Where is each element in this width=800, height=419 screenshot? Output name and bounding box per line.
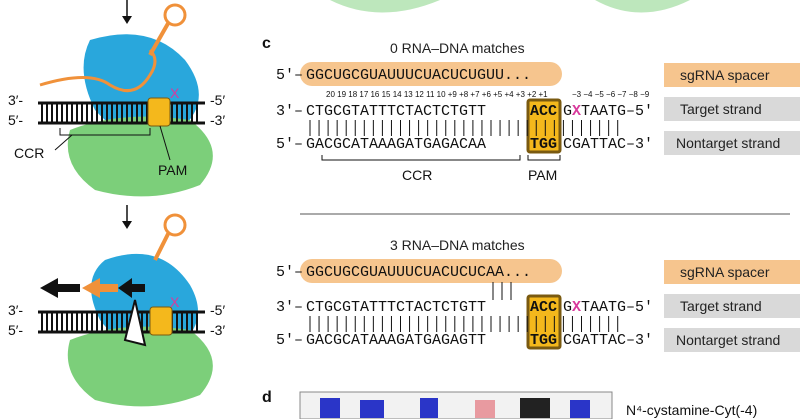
- tag-spacer-bg-1: [664, 63, 800, 87]
- tag-nontarget-1: Nontarget strand: [676, 135, 780, 151]
- target-5prime-2: –5′: [626, 299, 653, 316]
- tags: sgRNA spacer Target strand Nontarget str…: [664, 63, 800, 352]
- dna-duplex: [38, 101, 205, 125]
- target-x-1: X: [572, 103, 581, 120]
- nontarget-pam-1: TGG: [530, 136, 557, 153]
- target-g-2: G: [563, 299, 572, 316]
- nontarget-a-2: GACGCATAAAGATGAGAGTT: [306, 332, 486, 349]
- title-3-matches: 3 RNA–DNA matches: [390, 237, 525, 253]
- rna-dna-bars: [492, 282, 512, 300]
- block-3-matches: 3 RNA–DNA matches 5′– GGCUGCGUAUUUCUACUC…: [276, 237, 653, 350]
- spacer-seq-1: GGCUGCGUAUUUCUACUCUGUU...: [306, 67, 531, 84]
- spacer-5prime-1: 5′–: [276, 67, 303, 84]
- b-top-left-3: 3′-: [8, 302, 23, 318]
- nontarget-b-2: CGATTAC: [563, 332, 626, 349]
- spacer-seq-2: GGCUGCGUAUUUCUACUCUCAA...: [306, 264, 531, 281]
- target-x-2: X: [572, 299, 581, 316]
- bottom-right-3: -3′: [210, 112, 225, 128]
- target-a-1: CTGCGTATTTCTACTCTGTT: [306, 103, 486, 120]
- structure-image: [299, 391, 613, 419]
- pam-box: [147, 97, 171, 127]
- tag-spacer-1: sgRNA spacer: [680, 67, 770, 83]
- b-top-right-5: -5′: [210, 302, 225, 318]
- target-5prime-1: –5′: [626, 103, 653, 120]
- cas9-green-lobe: [67, 116, 213, 197]
- top-left-3: 3′-: [8, 92, 23, 108]
- nontarget-3prime-2: –3′: [626, 332, 653, 349]
- mismatch-mark-2: X: [170, 294, 180, 310]
- panel-d-label: d: [262, 389, 272, 406]
- target-b-2: TAATG: [581, 299, 626, 316]
- green-arc-left: [330, 0, 440, 13]
- green-arc-right: [595, 0, 690, 13]
- arrows: [40, 278, 145, 298]
- target-b-1: TAATG: [581, 103, 626, 120]
- target-a-2: CTGCGTATTTCTACTCTGTT: [306, 299, 486, 316]
- ccr-label-c: CCR: [402, 167, 432, 183]
- nontarget-5prime-1: 5′–: [276, 136, 303, 153]
- pam-label-left: PAM: [158, 162, 187, 178]
- schematic-bottom: X 3′- 5′- -5′ -3′: [8, 205, 225, 407]
- tag-nontarget-2: Nontarget strand: [676, 332, 780, 348]
- tag-spacer-2: sgRNA spacer: [680, 264, 770, 280]
- nontarget-b-1: CGATTAC: [563, 136, 626, 153]
- top-right-5: -5′: [210, 92, 225, 108]
- nontarget-a-1: GACGCATAAAGATGAGACAA: [306, 136, 486, 153]
- spacer-bg-1: [300, 62, 562, 86]
- positions-1: 20 19 18 17 16 15 14 13 12 11 10 +9 +8 +…: [326, 90, 548, 99]
- target-pam-2: ACC: [530, 299, 557, 316]
- mismatch-mark: X: [170, 85, 180, 101]
- target-pam-1: ACC: [530, 103, 557, 120]
- spacer-5prime-2: 5′–: [276, 264, 303, 281]
- pam-box-2: [526, 294, 562, 350]
- nontarget-5prime-2: 5′–: [276, 332, 303, 349]
- nontarget-3prime-1: –3′: [626, 136, 653, 153]
- schematic-top: X 3′- 5′- -5′ -3′ CCR PAM: [8, 0, 225, 197]
- pam-box-1: [526, 98, 562, 154]
- panel-c-label: c: [262, 35, 271, 52]
- nontarget-pam-2: TGG: [530, 332, 557, 349]
- pam-label-c: PAM: [528, 167, 557, 183]
- target-g-1: G: [563, 103, 572, 120]
- structure-label: N⁴-cystamine-Cyt(-4): [626, 402, 757, 418]
- title-0-matches: 0 RNA–DNA matches: [390, 40, 525, 56]
- block-0-matches: 0 RNA–DNA matches 5′– GGCUGCGUAUUUCUACUC…: [276, 40, 653, 183]
- tag-target-2: Target strand: [680, 298, 762, 314]
- spacer-bg-2: [300, 259, 562, 283]
- target-3prime-2: 3′–: [276, 299, 303, 316]
- b-bottom-left-5: 5′-: [8, 322, 23, 338]
- bottom-left-5: 5′-: [8, 112, 23, 128]
- positions-neg-1: −3 −4 −5 −6 −7 −8 −9: [572, 90, 650, 99]
- target-3prime-1: 3′–: [276, 103, 303, 120]
- b-bottom-right-3: -3′: [210, 322, 225, 338]
- ccr-label-left: CCR: [14, 145, 44, 161]
- tag-target-1: Target strand: [680, 101, 762, 117]
